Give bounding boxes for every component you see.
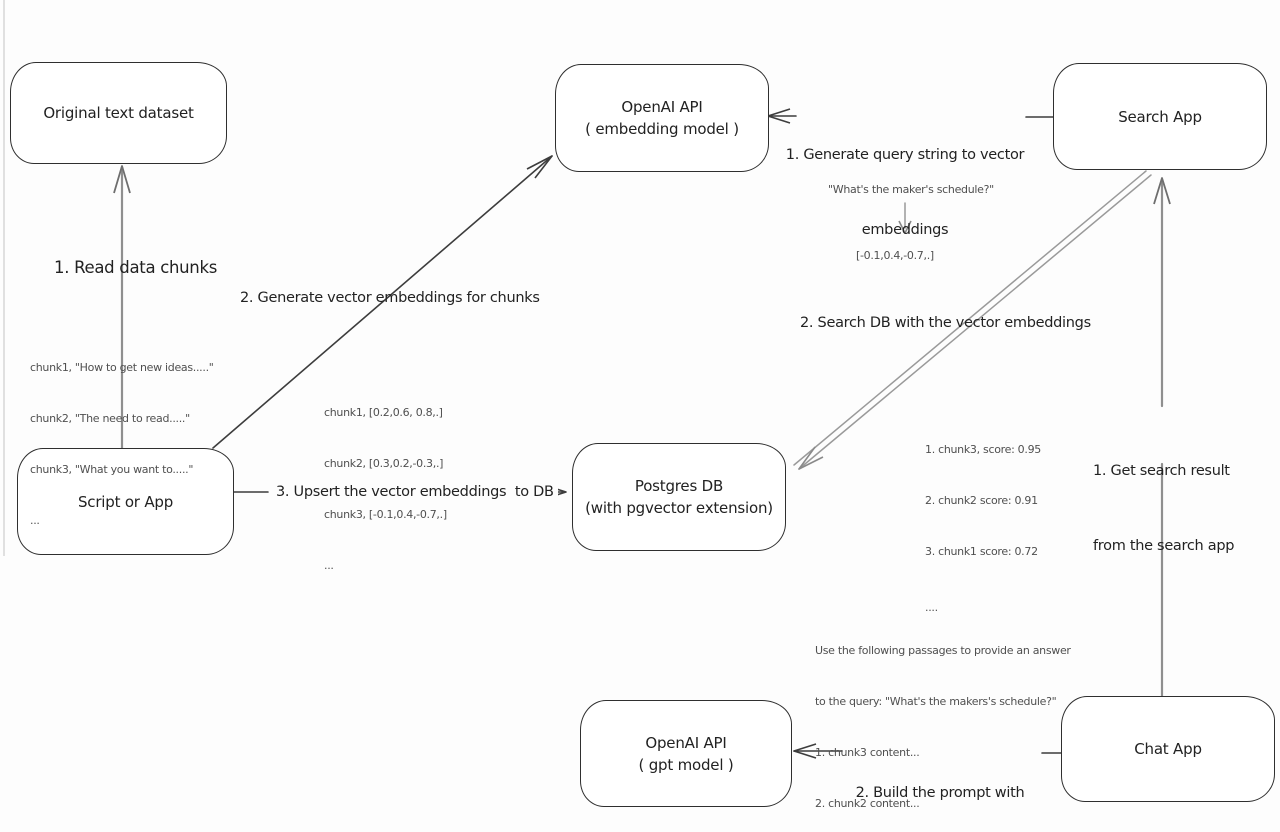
- label-get-result: 1. Get search result from the search app: [1093, 409, 1234, 609]
- annotation-search-results-line: 1. chunk3, score: 0.95: [925, 443, 1041, 456]
- annotation-search-results-line: 2. chunk2 score: 0.91: [925, 494, 1038, 507]
- annotation-prompt-line: to the query: "What's the makers's sched…: [815, 695, 1057, 708]
- annotation-chunk-list-line: chunk1, "How to get new ideas.....": [30, 361, 214, 374]
- annotation-prompt-line: 1. chunk3 content...: [815, 746, 920, 759]
- annotation-query-vector: [-0.1,0.4,-0.7,.]: [856, 249, 934, 262]
- label-query-to-vector-line1: 1. Generate query string to vector: [785, 147, 1025, 163]
- label-get-result-line1: 1. Get search result: [1093, 463, 1230, 479]
- arrow-build-prompt-head: [793, 743, 817, 759]
- box-chat-app-label: Chat App: [1134, 740, 1202, 758]
- label-get-result-line2: from the search app: [1093, 538, 1235, 554]
- label-query-to-vector: 1. Generate query string to vector embed…: [780, 93, 1030, 293]
- arrow-query-transform-head: [898, 220, 912, 234]
- arrow-search-db-line-1: [798, 174, 1152, 470]
- label-generate-embeddings: 2. Generate vector embeddings for chunks: [240, 290, 540, 306]
- box-openai-gpt: OpenAI API ( gpt model ): [580, 700, 792, 807]
- box-original-text-dataset-label: Original text dataset: [43, 104, 194, 122]
- annotation-query-string: "What's the maker's schedule?": [828, 183, 994, 196]
- annotation-chunk-vectors-line: chunk1, [0.2,0.6, 0.8,.]: [324, 406, 443, 419]
- annotation-chunk-list-line: chunk2, "The need to read.....": [30, 412, 190, 425]
- label-build-prompt: 2. Build the prompt with search result: [838, 731, 1042, 832]
- arrow-read-chunks-head: [113, 165, 131, 194]
- annotation-chunk-vectors-line: ...: [324, 559, 334, 572]
- annotation-chunk-list-line: chunk3, "What you want to.....": [30, 463, 194, 476]
- label-upsert: 3. Upsert the vector embeddings to DB: [272, 480, 558, 505]
- arrow-generate-embeddings-line: [212, 155, 553, 449]
- annotation-search-results: 1. chunk3, score: 0.95 2. chunk2 score: …: [925, 407, 1041, 650]
- box-postgres-db-subtitle: (with pgvector extension): [585, 499, 773, 517]
- box-original-text-dataset: Original text dataset: [10, 62, 227, 164]
- box-openai-embedding: OpenAI API ( embedding model ): [555, 64, 769, 172]
- arrow-search-db-line-2: [793, 170, 1147, 466]
- box-postgres-db: Postgres DB (with pgvector extension): [572, 443, 786, 551]
- label-build-prompt-line1: 2. Build the prompt with: [855, 785, 1025, 801]
- arrow-get-result-head: [1153, 177, 1171, 205]
- annotation-chunk-list: chunk1, "How to get new ideas....." chun…: [30, 325, 214, 563]
- box-openai-embedding-title: OpenAI API: [621, 98, 703, 116]
- annotation-chunk-list-line: ...: [30, 514, 40, 527]
- label-read-chunks: 1. Read data chunks: [54, 258, 217, 277]
- label-search-db: 2. Search DB with the vector embeddings: [800, 315, 1091, 331]
- box-search-app-label: Search App: [1118, 107, 1202, 126]
- box-script-or-app-label: Script or App: [77, 492, 174, 511]
- annotation-prompt-line: 2. chunk2 content...: [815, 797, 920, 810]
- box-chat-app: Chat App: [1061, 696, 1275, 802]
- annotation-chunk-vectors-line: chunk2, [0.3,0.2,-0.3,.]: [324, 457, 444, 470]
- annotation-prompt-line: Use the following passages to provide an…: [815, 644, 1071, 657]
- box-openai-embedding-subtitle: ( embedding model ): [585, 120, 739, 138]
- box-openai-gpt-title: OpenAI API: [645, 733, 727, 752]
- annotation-search-results-line: ....: [925, 601, 938, 614]
- box-postgres-db-title: Postgres DB: [634, 477, 724, 495]
- annotation-chunk-vectors: chunk1, [0.2,0.6, 0.8,.] chunk2, [0.3,0.…: [324, 370, 447, 608]
- annotation-prompt: Use the following passages to provide an…: [815, 608, 1071, 832]
- label-query-to-vector-line2: embeddings: [861, 222, 949, 238]
- box-script-or-app: Script or App: [17, 448, 234, 555]
- annotation-chunk-vectors-line: chunk3, [-0.1,0.4,-0.7,.]: [324, 508, 447, 521]
- box-openai-gpt-subtitle: ( gpt model ): [638, 755, 734, 774]
- arrow-search-db-head: [798, 446, 824, 470]
- arrow-generate-embeddings-head: [526, 155, 553, 179]
- annotation-search-results-line: 3. chunk1 score: 0.72: [925, 545, 1038, 558]
- box-search-app: Search App: [1053, 63, 1267, 170]
